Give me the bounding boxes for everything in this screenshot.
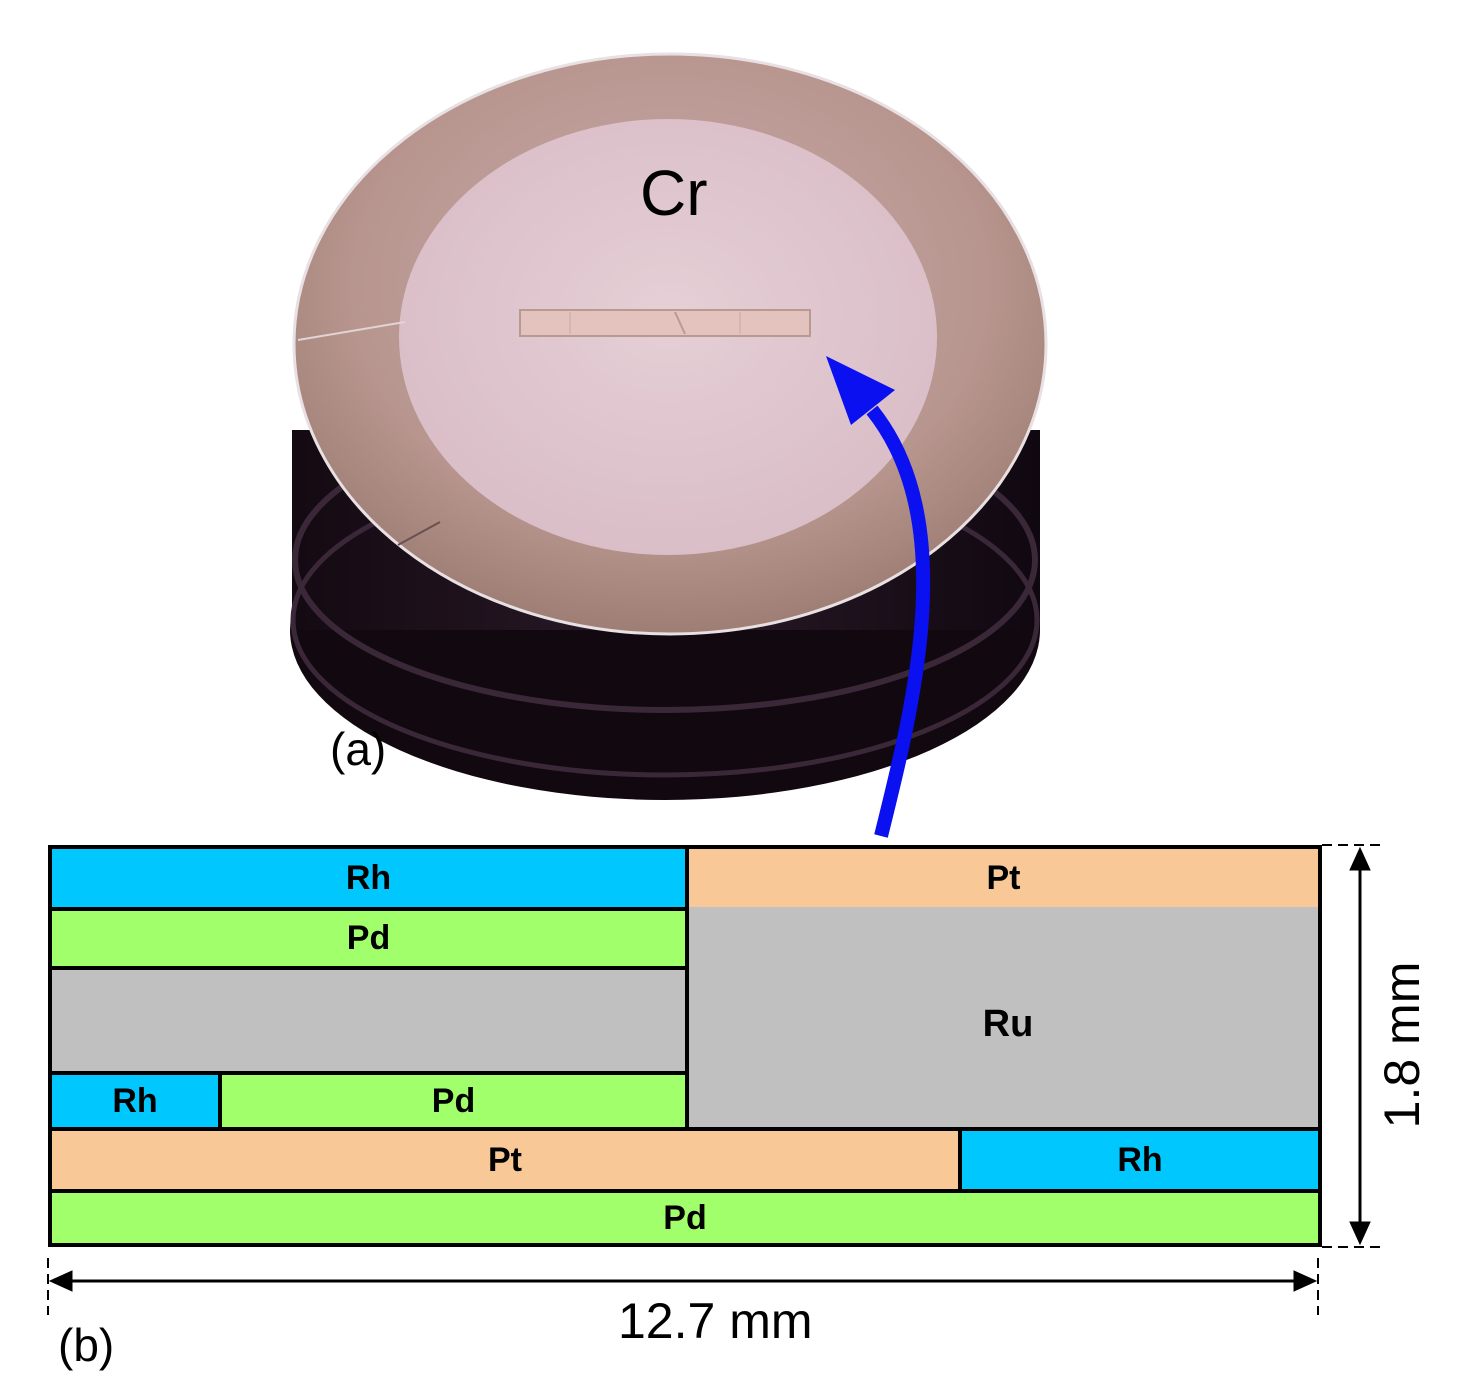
width-dimension-label: 12.7 mm [618,1293,813,1349]
layer-rh-lower: Rh [958,1127,1322,1193]
sample-face [292,52,1048,636]
blue-arrow [826,356,931,838]
layer-ru-right [685,907,1322,1131]
cr-label: Cr [640,157,708,229]
panel-b-label: (b) [58,1319,115,1371]
layer-pt-lower: Pt [48,1127,962,1193]
layer-pd-mid: Pd [218,1071,689,1131]
ru-label: Ru [982,1003,1034,1045]
layer-pt-top: Pt [685,845,1322,911]
layer-rh-top: Rh [48,845,689,911]
layer-pd-second: Pd [48,907,689,970]
layer-pd-bottom: Pd [48,1189,1322,1247]
panel-a-label: (a) [330,723,387,775]
height-dimension-label: 1.8 mm [1374,961,1430,1129]
diffusion-multiple-schematic: Rh Pt Pd Ru Rh Pd Pt Rh Pd [48,845,1322,1247]
layer-rh-small: Rh [48,1071,222,1131]
cross-section-strip [519,309,811,337]
